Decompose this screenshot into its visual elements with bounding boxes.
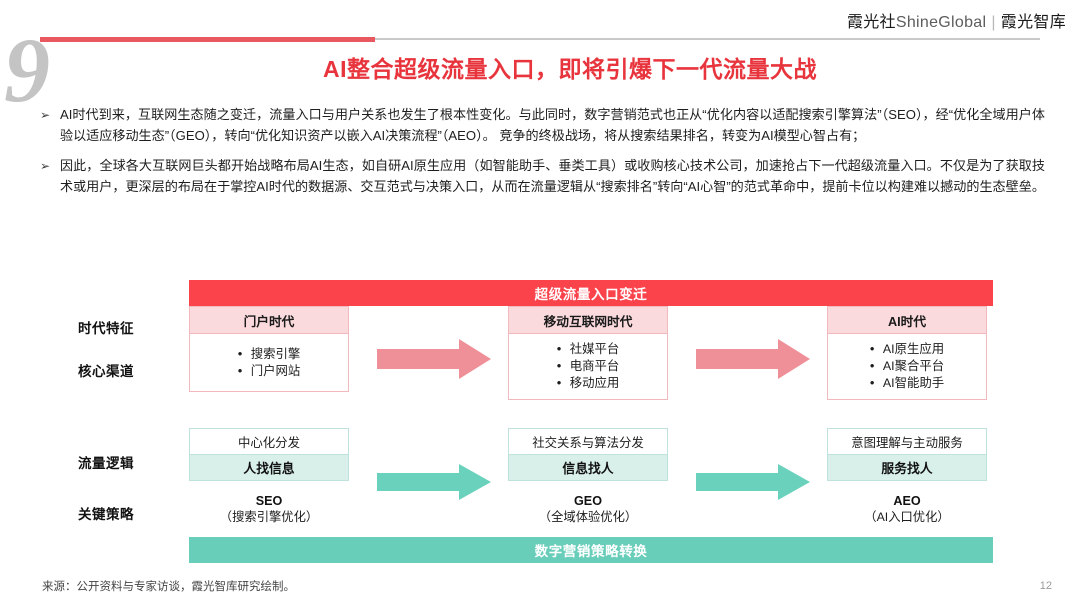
arrow-right-green-icon: [696, 464, 810, 500]
era-channel-list: 社媒平台 电商平台 移动应用: [508, 333, 668, 400]
brand-name-en: ShineGlobal: [895, 14, 987, 31]
era-title: 门户时代: [189, 306, 349, 333]
brand-separator: |: [991, 14, 996, 31]
page-title: AI整合超级流量入口，即将引爆下一代流量大战: [323, 56, 817, 82]
strategy-code: SEO: [255, 494, 283, 508]
brand-name-cn: 霞光社: [846, 14, 896, 31]
brand-logo: 霞光社ShineGlobal|霞光智库: [847, 8, 1066, 32]
bullet-marker-icon: ➢: [40, 108, 51, 122]
strategy-code: AEO: [893, 494, 921, 508]
body-bullets: ➢ AI时代到来，互联网生态随之变迁，流量入口与用户关系也发生了根本性变化。与此…: [40, 104, 1045, 206]
title-rule-gray: [375, 38, 1040, 40]
list-item: AI原生应用: [870, 340, 944, 358]
era-channel-list: 搜索引擎 门户网站: [189, 333, 349, 392]
logic-mode: 信息找人: [508, 454, 668, 481]
strategy-code: GEO: [574, 494, 602, 508]
arrow-right-pink-icon: [377, 339, 491, 379]
era-column-mobile: 移动互联网时代 社媒平台 电商平台 移动应用: [508, 306, 668, 400]
logic-description: 中心化分发: [189, 428, 349, 454]
diagram-bottom-banner: 数字营销策略转换: [189, 537, 993, 563]
bullet-text: 因此，全球各大互联网巨头都开始战略布局AI生态，如自研AI原生应用（如智能助手、…: [60, 158, 1045, 194]
title-rule-red: [40, 37, 375, 42]
flow-diagram: 时代特征 核心渠道 流量逻辑 关键策略 超级流量入口变迁 门户时代 搜索引擎 门…: [0, 272, 1080, 563]
logic-column-portal: 中心化分发 人找信息: [189, 428, 349, 481]
list-item: 搜索引擎: [238, 345, 301, 363]
strategy-mobile: GEO （全域体验优化）: [508, 493, 668, 526]
strategy-subtitle: （搜索引擎优化）: [219, 510, 319, 524]
bullet-text: AI时代到来，互联网生态随之变迁，流量入口与用户关系也发生了根本性变化。与此同时…: [60, 107, 1045, 143]
brand-unit: 霞光智库: [1000, 14, 1066, 31]
logic-column-mobile: 社交关系与算法分发 信息找人: [508, 428, 668, 481]
era-column-ai: AI时代 AI原生应用 AI聚合平台 AI智能助手: [827, 306, 987, 400]
list-item: 移动应用: [557, 374, 620, 392]
bullet-item: ➢ 因此，全球各大互联网巨头都开始战略布局AI生态，如自研AI原生应用（如智能助…: [40, 155, 1045, 197]
strategy-ai: AEO （AI入口优化）: [827, 493, 987, 526]
slide-number-watermark: 9: [4, 19, 50, 121]
era-title: AI时代: [827, 306, 987, 333]
logic-mode: 人找信息: [189, 454, 349, 481]
arrow-right-green-icon: [377, 464, 491, 500]
bullet-item: ➢ AI时代到来，互联网生态随之变迁，流量入口与用户关系也发生了根本性变化。与此…: [40, 104, 1045, 146]
list-item: AI智能助手: [870, 374, 944, 392]
list-item: 门户网站: [238, 362, 301, 380]
row-label-logic: 流量逻辑: [78, 456, 134, 471]
strategy-subtitle: （全域体验优化）: [538, 510, 638, 524]
source-note: 来源：公开资料与专家访谈，霞光智库研究绘制。: [42, 581, 295, 593]
arrow-right-pink-icon: [696, 339, 810, 379]
list-item: 社媒平台: [557, 340, 620, 358]
era-title: 移动互联网时代: [508, 306, 668, 333]
logic-column-ai: 意图理解与主动服务 服务找人: [827, 428, 987, 481]
bullet-marker-icon: ➢: [40, 159, 51, 173]
diagram-top-banner: 超级流量入口变迁: [189, 280, 993, 306]
logic-description: 意图理解与主动服务: [827, 428, 987, 454]
logic-description: 社交关系与算法分发: [508, 428, 668, 454]
page-number: 12: [1039, 580, 1052, 592]
row-label-strategy: 关键策略: [78, 507, 134, 522]
strategy-subtitle: （AI入口优化）: [864, 510, 950, 524]
list-item: AI聚合平台: [870, 357, 944, 375]
row-label-channels: 核心渠道: [78, 364, 134, 379]
strategy-portal: SEO （搜索引擎优化）: [189, 493, 349, 526]
era-column-portal: 门户时代 搜索引擎 门户网站: [189, 306, 349, 392]
list-item: 电商平台: [557, 357, 620, 375]
row-label-era: 时代特征: [78, 321, 134, 336]
logic-mode: 服务找人: [827, 454, 987, 481]
era-channel-list: AI原生应用 AI聚合平台 AI智能助手: [827, 333, 987, 400]
